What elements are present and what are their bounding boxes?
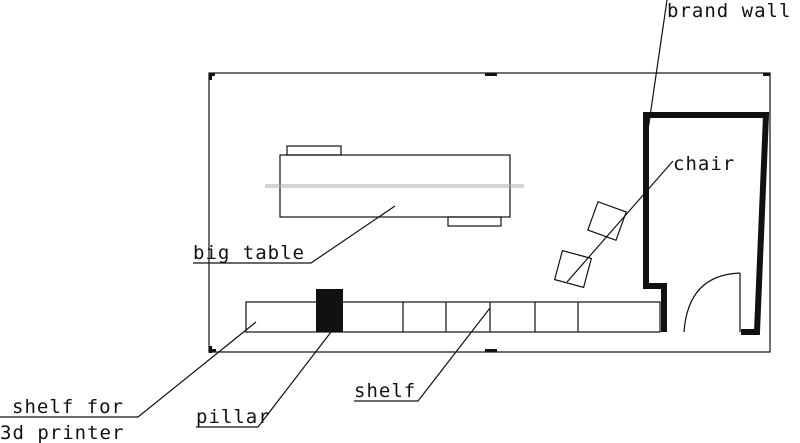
big-table	[279, 154, 511, 218]
shelf	[245, 301, 661, 333]
table-axis	[265, 184, 524, 188]
corner-mark	[763, 73, 770, 76]
brand-wall	[643, 112, 770, 335]
table-part	[286, 145, 342, 156]
label-shelf-for-line1: shelf for	[12, 396, 124, 418]
wall-mark	[485, 349, 497, 352]
chair	[553, 249, 593, 289]
label-shelf: shelf	[354, 380, 416, 402]
leader-big-table	[193, 205, 396, 264]
door-swing-arc	[683, 272, 741, 333]
chair	[587, 201, 627, 241]
label-chair: chair	[673, 153, 735, 175]
table-part	[447, 216, 502, 227]
leader-brand-wall	[647, 0, 668, 131]
label-shelf-for-line2: 3d printer	[0, 422, 124, 443]
label-pillar: pillar	[196, 406, 271, 428]
label-big-table: big table	[193, 242, 305, 264]
label-brand-wall: brand wall	[667, 0, 791, 22]
wall-mark	[485, 73, 497, 76]
corner-mark	[209, 349, 216, 352]
leader-pillar	[196, 331, 332, 428]
leader-shelf	[354, 307, 491, 402]
pillar	[316, 289, 343, 332]
leader-chair	[566, 160, 674, 283]
corner-mark	[209, 73, 212, 80]
leader-shelf-for-3d-printer	[0, 321, 257, 418]
